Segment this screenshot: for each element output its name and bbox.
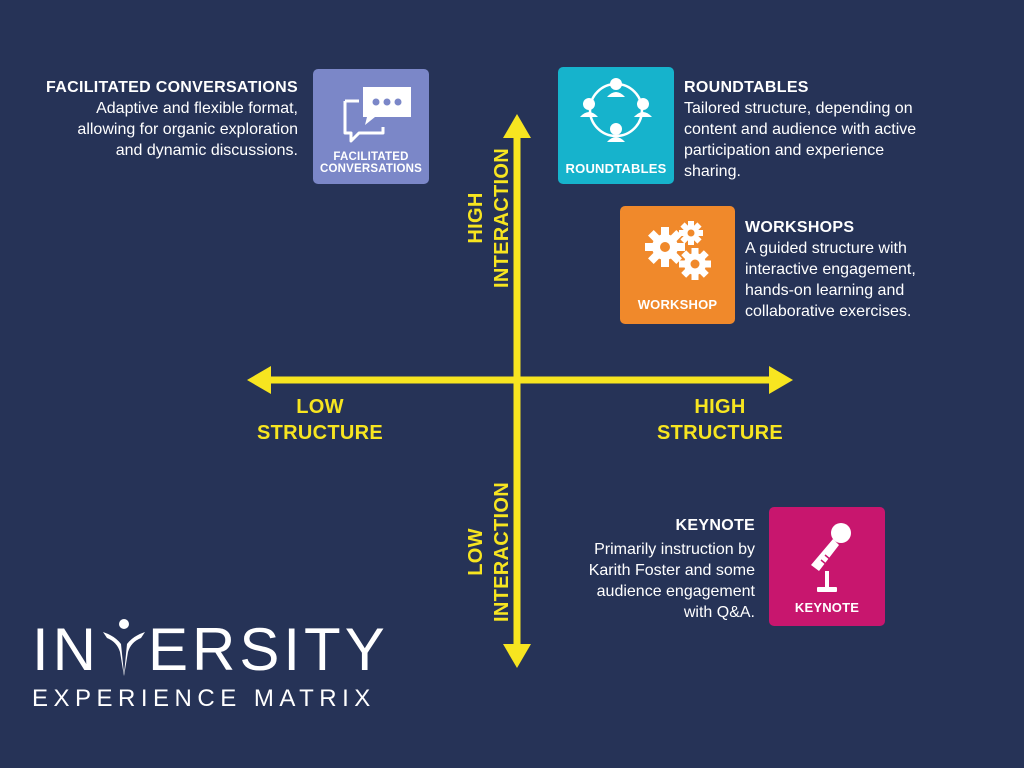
high-interaction-label-line1: HIGH <box>465 192 487 244</box>
facilitated-desc-line: and dynamic discussions. <box>115 142 298 159</box>
roundtables-tile: ROUNDTABLES <box>558 67 674 184</box>
keynote-desc-line: Karith Foster and some <box>588 562 755 579</box>
high-structure-label-line1: HIGH <box>694 396 746 418</box>
roundtables-block: ROUNDTABLES Tailored structure, dependin… <box>684 78 984 182</box>
keynote-desc-line: audience engagement <box>596 583 755 600</box>
axis-arrow-down-icon <box>503 644 531 668</box>
roundtables-tile-label: ROUNDTABLES <box>565 161 667 176</box>
facilitated-desc-line: allowing for organic exploration <box>77 121 298 138</box>
facilitated-desc-line: Adaptive and flexible format, <box>96 100 298 117</box>
workshops-desc-line: A guided structure with <box>745 240 907 257</box>
high-interaction-label-line2: INTERACTION <box>491 148 513 288</box>
brand-subtitle: EXPERIENCE MATRIX <box>32 685 376 712</box>
roundtables-title: ROUNDTABLES <box>684 79 809 96</box>
keynote-tile-label: KEYNOTE <box>794 600 860 615</box>
roundtables-desc-line: content and audience with active <box>684 121 917 138</box>
keynote-description: Primarily instruction by Karith Foster a… <box>540 539 755 623</box>
keynote-tile: KEYNOTE <box>769 507 885 626</box>
facilitated-conversations-tile-label: FACILITATED CONVERSATIONS <box>320 151 422 175</box>
roundtables-desc-line: Tailored structure, depending on <box>684 100 913 117</box>
brand-name-right: ERSITY <box>148 616 389 683</box>
people-circle-icon <box>580 78 652 142</box>
facilitated-conversations-title: FACILITATED CONVERSATIONS <box>46 79 298 96</box>
v-figure-logo-icon <box>103 619 145 676</box>
facilitated-tile-label-line: CONVERSATIONS <box>319 163 423 175</box>
low-interaction-label-line2: INTERACTION <box>491 482 513 622</box>
axis-arrow-right-icon <box>769 366 793 394</box>
brand-name-left: IN <box>32 616 100 683</box>
low-structure-label-line2: STRUCTURE <box>256 422 384 444</box>
workshops-title: WORKSHOPS <box>745 219 855 236</box>
workshop-tile: WORKSHOP <box>620 206 735 324</box>
microphone-icon <box>811 523 851 592</box>
workshops-desc-line: hands-on learning and <box>745 282 905 299</box>
workshops-desc-line: collaborative exercises. <box>745 303 912 320</box>
high-interaction-label: HIGH INTERACTION <box>463 148 515 288</box>
facilitated-conversations-block: FACILITATED CONVERSATIONS Adaptive and f… <box>10 78 298 161</box>
roundtables-desc-line: participation and experience <box>684 142 885 159</box>
facilitated-conversations-tile: FACILITATED CONVERSATIONS <box>313 69 429 184</box>
keynote-block: KEYNOTE Primarily instruction by Karith … <box>540 516 755 623</box>
workshops-description: A guided structure with interactive enga… <box>745 238 985 322</box>
axis-arrow-left-icon <box>247 366 271 394</box>
low-interaction-label: LOW INTERACTION <box>463 482 515 622</box>
gears-icon <box>645 221 711 280</box>
high-structure-label-line2: STRUCTURE <box>656 422 784 444</box>
chat-bubbles-icon <box>343 87 411 143</box>
axis-arrow-up-icon <box>503 114 531 138</box>
workshop-tile-label: WORKSHOP <box>637 297 718 312</box>
keynote-title: KEYNOTE <box>675 517 755 534</box>
keynote-desc-line: with Q&A. <box>683 604 755 621</box>
high-structure-label: HIGH STRUCTURE <box>650 394 790 446</box>
workshops-desc-line: interactive engagement, <box>745 261 916 278</box>
roundtables-desc-line: sharing. <box>684 163 741 180</box>
brand-block: IN ERSITY EXPERIENCE MATRIX <box>32 618 402 712</box>
low-structure-label-line1: LOW <box>296 396 344 418</box>
workshops-block: WORKSHOPS A guided structure with intera… <box>745 218 985 322</box>
brand-name: IN ERSITY <box>32 618 402 680</box>
low-interaction-label-line1: LOW <box>465 528 487 576</box>
low-structure-label: LOW STRUCTURE <box>250 394 390 446</box>
facilitated-conversations-description: Adaptive and flexible format, allowing f… <box>10 98 298 161</box>
roundtables-description: Tailored structure, depending on content… <box>684 98 984 182</box>
keynote-desc-line: Primarily instruction by <box>594 541 755 558</box>
facilitated-tile-label-line: FACILITATED <box>333 151 409 163</box>
